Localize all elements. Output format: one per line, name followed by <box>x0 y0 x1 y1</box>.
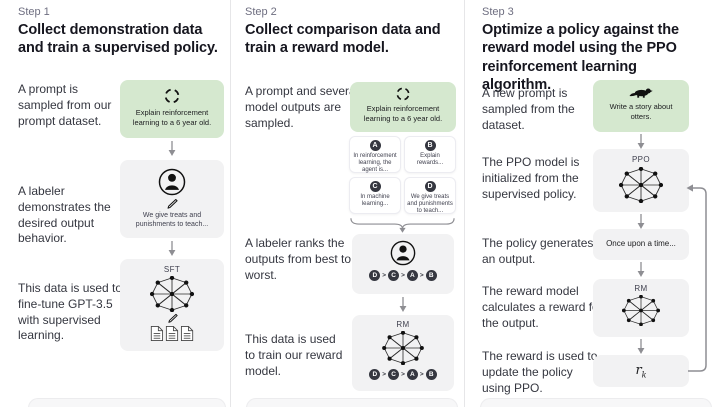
rank-letter: D <box>369 270 381 281</box>
step3-reward-box: rk <box>593 355 689 387</box>
step1-caption-labeler: A labeler demonstrates the desired outpu… <box>18 184 111 246</box>
reward-symbol: r <box>635 362 642 378</box>
brace-icon <box>350 218 455 233</box>
neural-network-icon <box>150 276 194 312</box>
person-icon <box>390 240 416 266</box>
rank-separator: > <box>382 371 387 378</box>
reward-value: rk <box>635 363 646 380</box>
neural-network-icon <box>622 295 660 326</box>
step2-rm-box: RM D > C > A > B <box>352 315 454 391</box>
rank-letter: B <box>425 369 437 380</box>
output-letter: B <box>424 140 436 151</box>
step2-caption-sampled: A prompt and several model outputs are s… <box>245 84 359 130</box>
rm-label: RM <box>634 284 648 293</box>
step3-prompt-text: Write a story about otters. <box>609 102 673 121</box>
rank-letter: A <box>406 369 418 380</box>
step2-prompt-text: Explain reinforcement learning to a 6 ye… <box>363 104 443 123</box>
step2-caption-train: This data is used to train our reward mo… <box>245 332 343 378</box>
rank-letter: B <box>425 270 437 281</box>
arrow-down-icon <box>636 262 646 277</box>
output-card-b: B Explain rewards... <box>404 136 456 173</box>
ranking: D > C > A > B <box>369 369 437 380</box>
sft-label: SFT <box>163 265 181 274</box>
arrow-down-icon <box>636 214 646 229</box>
cycle-icon <box>163 87 181 105</box>
step3-caption-generates: The policy generates an output. <box>482 236 594 266</box>
cropped-next-row-card <box>28 398 226 407</box>
step1-prompt-box: Explain reinforcement learning to a 6 ye… <box>120 80 224 138</box>
column-divider <box>464 0 465 407</box>
step1-heading: Collect demonstration data and train a s… <box>18 22 218 57</box>
output-text: We give treats and punishments to teach.… <box>407 194 453 215</box>
rank-separator: > <box>401 272 405 279</box>
rank-separator: > <box>419 371 424 378</box>
output-text: In machine learning... <box>360 194 390 208</box>
documents-icon <box>150 326 194 342</box>
output-letter: C <box>369 181 381 192</box>
arrow-down-icon <box>167 241 177 256</box>
rank-separator: > <box>382 272 387 279</box>
ranking: D > C > A > B <box>369 270 437 281</box>
step3-caption-update: The reward is used to update the policy … <box>482 349 598 395</box>
step3-caption-init: The PPO model is initialized from the su… <box>482 155 580 201</box>
rank-letter: C <box>388 369 400 380</box>
output-card-c: C In machine learning... <box>349 177 401 214</box>
person-icon <box>158 168 186 196</box>
cycle-icon <box>395 86 411 102</box>
step3-caption-new-prompt: A new prompt is sampled from the dataset… <box>482 86 575 132</box>
step1-caption-finetune: This data is used to fine-tune GPT-3.5 w… <box>18 281 123 343</box>
rank-letter: D <box>369 369 381 380</box>
cropped-next-row-card <box>480 398 712 407</box>
step3-heading: Optimize a policy against the reward mod… <box>482 22 679 93</box>
step1-labeler-box: We give treats and punishments to teach.… <box>120 160 224 238</box>
step2-labeler-box: D > C > A > B <box>352 234 454 294</box>
arrow-down-icon <box>167 141 177 156</box>
output-card-d: D We give treats and punishments to teac… <box>404 177 456 214</box>
step1-caption-prompt: A prompt is sampled from our prompt data… <box>18 82 112 128</box>
step2-heading: Collect comparison data and train a rewa… <box>245 22 441 57</box>
step3-prompt-box: Write a story about otters. <box>593 80 689 132</box>
step2-label: Step 2 <box>245 6 277 18</box>
loop-arrow-icon <box>686 184 707 372</box>
arrow-down-icon <box>636 134 646 149</box>
rank-letter: C <box>388 270 400 281</box>
step2-caption-ranks: A labeler ranks the outputs from best to… <box>245 236 352 282</box>
otter-icon <box>629 88 653 98</box>
rm-label: RM <box>396 320 410 329</box>
output-text: In reinforcement learning, the agent is.… <box>353 153 397 174</box>
step1-label: Step 1 <box>18 6 50 18</box>
step3-output-box: Once upon a time... <box>593 229 689 260</box>
step3-label: Step 3 <box>482 6 514 18</box>
step3-caption-calculates: The reward model calculates a reward for… <box>482 284 603 330</box>
rank-separator: > <box>401 371 405 378</box>
neural-network-icon <box>382 331 424 365</box>
step3-ppo-box: PPO <box>593 149 689 212</box>
arrow-down-icon <box>398 297 408 312</box>
step3-rm-box: RM <box>593 279 689 337</box>
reward-subscript: k <box>641 370 647 380</box>
neural-network-icon <box>619 167 663 203</box>
step3-output-text: Once upon a time... <box>606 239 676 249</box>
rank-separator: > <box>419 272 424 279</box>
step2-prompt-box: Explain reinforcement learning to a 6 ye… <box>350 82 456 132</box>
column-divider <box>230 0 231 407</box>
cropped-next-row-card <box>246 398 458 407</box>
pencil-icon <box>167 198 178 209</box>
step1-labeler-text: We give treats and punishments to teach.… <box>135 212 209 229</box>
output-card-a: A In reinforcement learning, the agent i… <box>349 136 401 173</box>
step1-prompt-text: Explain reinforcement learning to a 6 ye… <box>132 108 212 127</box>
arrow-down-icon <box>636 339 646 354</box>
output-letter: D <box>424 181 436 192</box>
step1-sft-box: SFT <box>120 259 224 351</box>
ppo-label: PPO <box>631 155 651 164</box>
output-letter: A <box>369 140 381 151</box>
output-text: Explain rewards... <box>416 153 444 167</box>
rank-letter: A <box>406 270 418 281</box>
pencil-icon <box>167 313 178 323</box>
